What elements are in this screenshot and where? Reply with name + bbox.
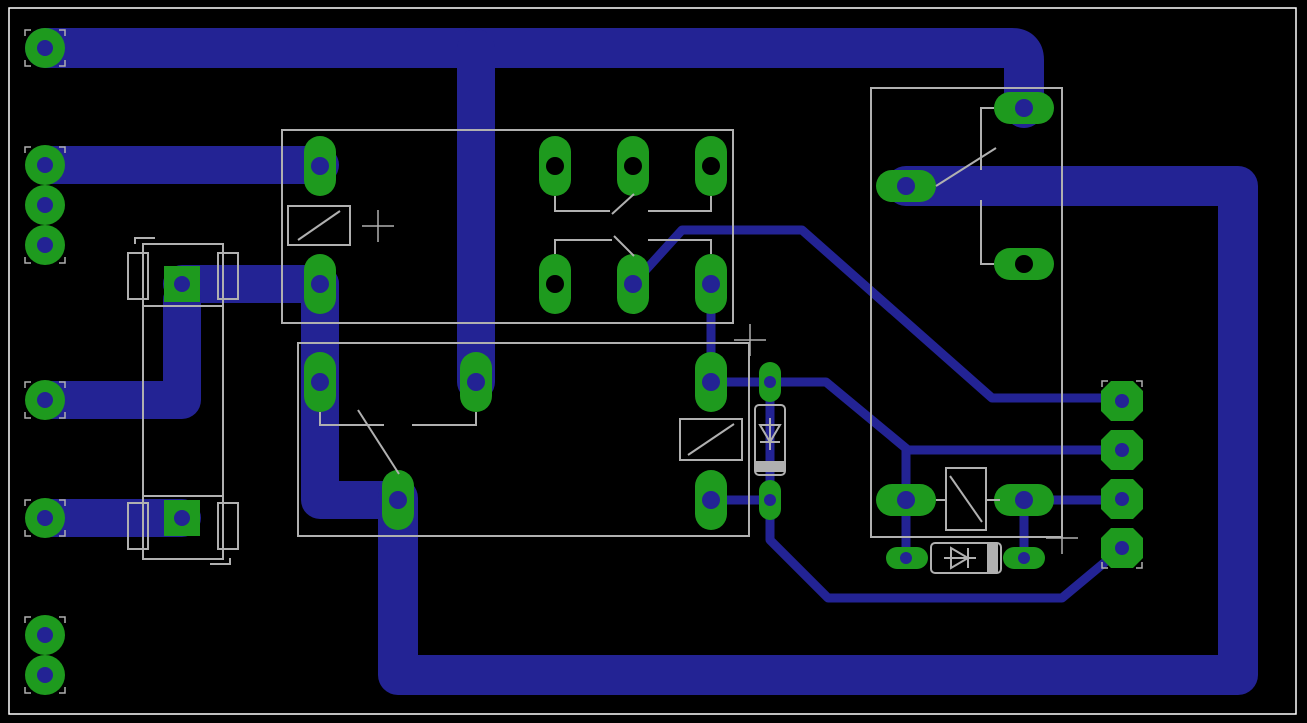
switch-s1-outline [127,237,239,565]
pad [1101,430,1143,470]
relay-k2-pads [304,352,727,530]
diode-d1-body [754,404,786,476]
trace [628,225,1127,403]
relay-k1-outline [281,129,734,324]
pad [304,352,336,412]
pad [25,380,65,420]
pad [695,352,727,412]
relay-k3-outline [870,87,1078,554]
pad [25,185,65,225]
relay-k3-pads [876,92,1054,516]
pad [25,615,65,655]
pad [876,484,936,516]
left-connector-pad-group [25,28,65,695]
pad [25,498,65,538]
pad [25,28,65,68]
pad [164,500,200,536]
pad [876,170,936,202]
pad [994,484,1054,516]
pad [539,136,571,196]
pad [994,92,1054,124]
pad [695,254,727,314]
right-connector-pad-group [1101,381,1143,568]
trace [26,281,201,419]
switch-s1-pads [164,266,200,536]
pad [539,254,571,314]
trace [706,279,1127,455]
pad [304,136,336,196]
pad [886,547,928,569]
pad [1101,528,1143,568]
relay-k2-outline [297,324,766,537]
pad [759,480,781,520]
pad [759,362,781,402]
diode-d2-body [930,542,1002,574]
pad [617,136,649,196]
pad-corner-markers [24,29,1143,694]
pad [25,225,65,265]
trace [25,28,1044,128]
pad [304,254,336,314]
pad [617,254,649,314]
pad [25,655,65,695]
relay-k1-pads [304,136,727,314]
pad [25,145,65,185]
diode-d2-pads [886,547,1045,569]
pad [695,470,727,530]
pad [164,266,200,302]
pad [695,136,727,196]
pad [1101,381,1143,421]
pad [382,470,414,530]
pad [994,248,1054,280]
pad [1003,547,1045,569]
pads-layer [25,28,1143,695]
diode-d1-pads [759,362,781,520]
silkscreen-layer [24,29,1143,694]
pad [1101,479,1143,519]
trace [378,166,1258,695]
pad [460,352,492,412]
board-outline [8,7,1297,715]
